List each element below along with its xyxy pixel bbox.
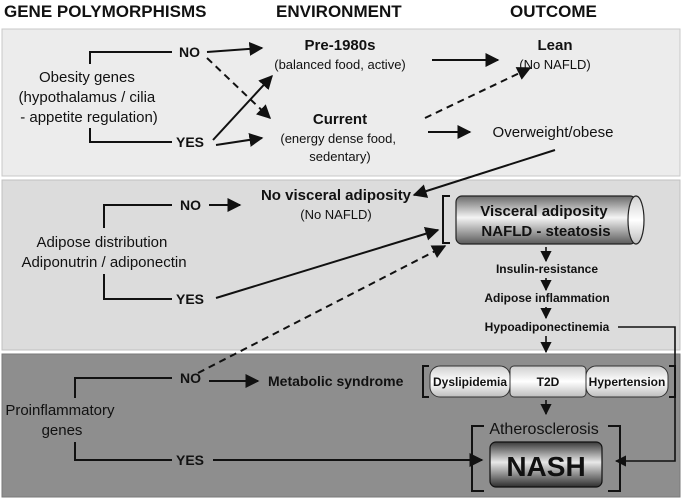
- lean-title: Lean: [537, 37, 572, 54]
- t2d-label: T2D: [537, 375, 560, 389]
- arrow-panel3-no-to-visceral-dashed: [197, 245, 447, 374]
- arrow-yes-to-current: [215, 132, 264, 147]
- panel1-bracket: [89, 51, 172, 143]
- nash-label: NASH: [506, 451, 585, 482]
- visceral-adiposity-box: Visceral adiposity NAFLD - steatosis: [442, 195, 645, 245]
- current-subtitle: (energy dense food, sedentary): [280, 131, 399, 164]
- metabolic-components-box: Dyslipidemia T2D Hypertension: [422, 365, 676, 398]
- visceral-adiposity-text: Visceral adiposity NAFLD - steatosis: [480, 203, 611, 240]
- panel2-bracket: [103, 204, 172, 300]
- arrow-no-to-current-dashed: [206, 57, 272, 119]
- current-title: Current: [313, 111, 367, 128]
- no-visceral-adiposity-subtitle: (No NAFLD): [300, 207, 372, 222]
- dyslipidemia-label: Dyslipidemia: [433, 375, 507, 389]
- panel1-no-label: NO: [179, 44, 200, 60]
- insulin-resistance-label: Insulin-resistance: [496, 262, 598, 276]
- lean-subtitle: (No NAFLD): [519, 57, 591, 72]
- hypertension-label: Hypertension: [589, 375, 666, 389]
- arrow-panel2-yes-to-visceral: [215, 226, 440, 299]
- adipose-distribution-label: Adipose distribution Adiponutrin / adipo…: [21, 234, 186, 271]
- pre1980-subtitle: (balanced food, active): [274, 57, 406, 72]
- no-visceral-adiposity-title: No visceral adiposity: [261, 187, 412, 204]
- hypertension-cell: [585, 365, 669, 398]
- arrow-overweight-to-visceral: [412, 149, 556, 198]
- proinflammatory-genes-label: Proinflammatory genes: [5, 402, 118, 439]
- overweight-obese-label: Overweight/obese: [493, 124, 614, 141]
- panel1-yes-label: YES: [176, 134, 204, 150]
- obesity-genes-label: Obesity genes (hypothalamus / cilia - ap…: [19, 69, 160, 126]
- nash-box: NASH: [471, 425, 621, 492]
- arrow-yes-to-pre1980: [212, 74, 273, 141]
- panel2-yes-label: YES: [176, 291, 204, 307]
- panel3-no-label: NO: [180, 370, 201, 386]
- header-environment: ENVIRONMENT: [276, 2, 402, 21]
- pre1980-title: Pre-1980s: [305, 37, 376, 54]
- panel3-bracket: [74, 377, 172, 461]
- hypoadiponectinemia-label: Hypoadiponectinemia: [485, 320, 610, 334]
- atherosclerosis-label: Atherosclerosis: [489, 421, 598, 438]
- metabolic-syndrome-label: Metabolic syndrome: [268, 373, 404, 389]
- header-outcome: OUTCOME: [510, 2, 597, 21]
- panel2-no-label: NO: [180, 197, 201, 213]
- panel3-yes-label: YES: [176, 452, 204, 468]
- adipose-inflammation-label: Adipose inflammation: [484, 291, 609, 305]
- header-gene-polymorphisms: GENE POLYMORPHISMS: [4, 2, 206, 21]
- arrow-current-to-lean-dashed: [424, 67, 532, 119]
- panel-1-background: [1, 28, 681, 177]
- arrow-no-to-pre1980: [206, 41, 264, 56]
